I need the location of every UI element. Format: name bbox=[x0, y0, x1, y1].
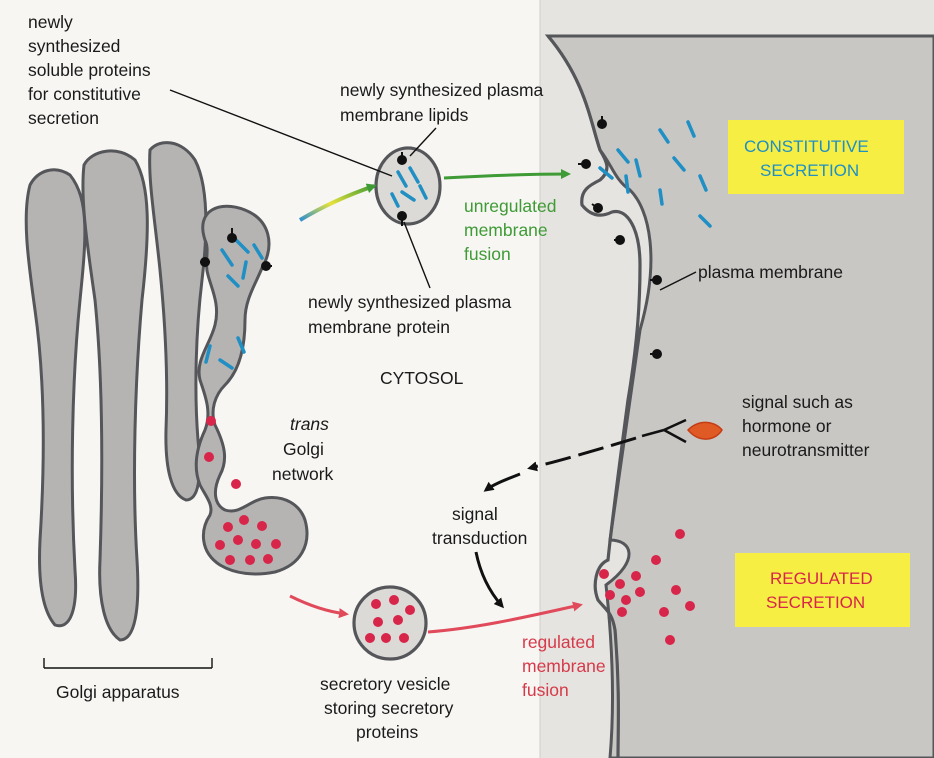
constitutive-secretion-box bbox=[728, 120, 904, 194]
regulated-secretion-box bbox=[735, 553, 910, 627]
label-cytosol: CYTOSOL bbox=[380, 368, 464, 388]
label-golgi-apparatus: Golgi apparatus bbox=[56, 682, 180, 702]
label-plasma-membrane: plasma membrane bbox=[698, 262, 843, 282]
label-trans: trans bbox=[290, 414, 329, 434]
constitutive-vesicle bbox=[376, 148, 440, 224]
